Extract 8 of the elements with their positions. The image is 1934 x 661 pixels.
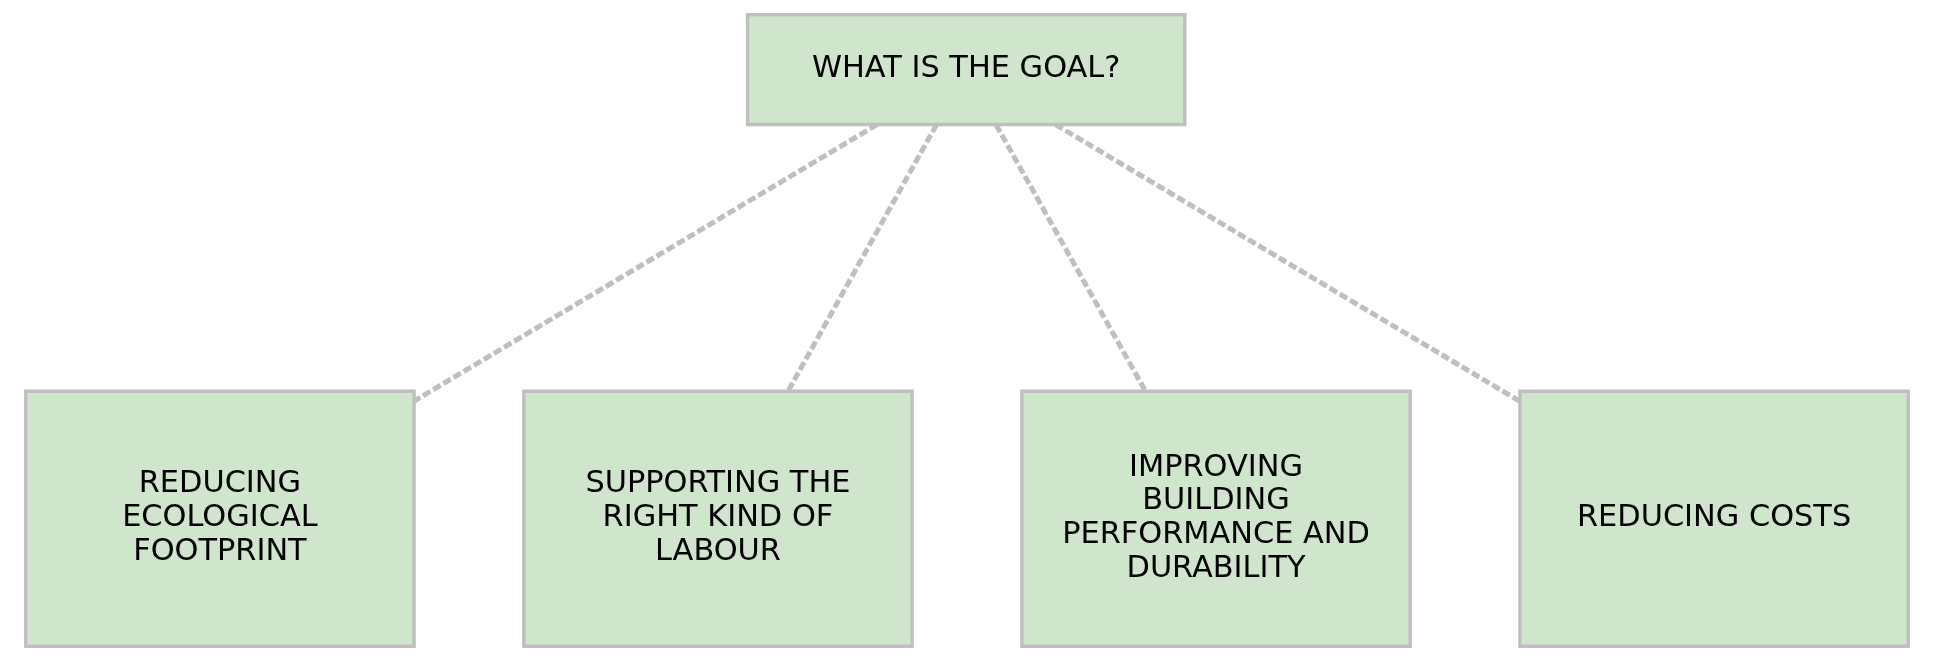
node-box: WHAT IS THE GOAL? — [745, 13, 1187, 127]
connector — [413, 122, 879, 403]
connector — [993, 123, 1148, 393]
node-box: REDUCING COSTS — [1518, 389, 1910, 648]
node-box: REDUCING ECOLOGICAL FOOTPRINT — [24, 389, 416, 648]
connector — [785, 123, 939, 393]
node-box: SUPPORTING THE RIGHT KIND OF LABOUR — [522, 389, 914, 648]
node-box: IMPROVING BUILDING PERFORMANCE AND DURABILITY — [1020, 389, 1412, 648]
